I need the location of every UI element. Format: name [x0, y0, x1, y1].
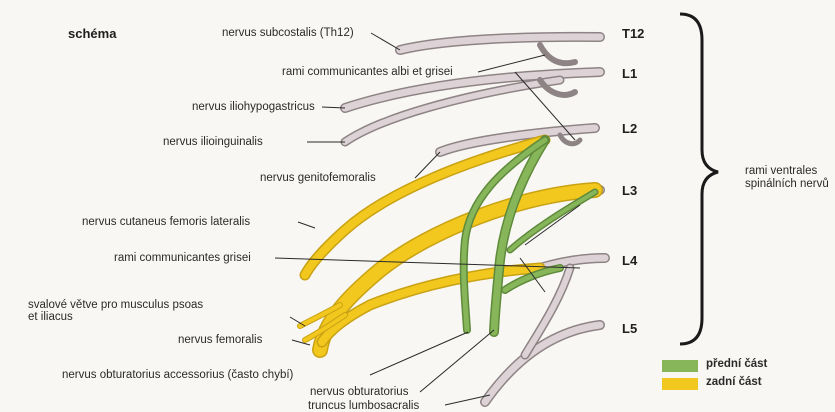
label-obturatorius-accessorius: nervus obturatorius accessorius (často c…: [62, 369, 293, 382]
legend-label-posterior: zadní část: [706, 376, 762, 388]
label-iliohypogastricus: nervus iliohypogastricus: [192, 101, 315, 114]
brace-label-line2: spinálních nervů: [745, 178, 829, 191]
level-label-l4: L4: [622, 253, 637, 268]
level-label-l2: L2: [622, 121, 637, 136]
label-muscular-branches-2: et iliacus: [28, 311, 73, 324]
nerve-l5-truncus: [485, 325, 600, 402]
label-rami-albi: rami communicantes albi et grisei: [282, 66, 453, 79]
brace: [680, 14, 718, 344]
level-label-l3: L3: [622, 183, 637, 198]
label-rami-grisei: rami communicantes grisei: [114, 252, 251, 265]
label-truncus: truncus lumbosacralis: [308, 400, 419, 412]
legend-swatch-posterior: [662, 378, 698, 390]
label-subcostalis: nervus subcostalis (Th12): [222, 27, 354, 40]
label-femoralis: nervus femoralis: [178, 334, 262, 347]
legend-label-anterior: přední část: [706, 358, 767, 370]
diagram-title: schéma: [68, 26, 116, 41]
brace-label: rami ventrales spinálních nervů: [745, 165, 829, 191]
legend-swatch-anterior: [662, 360, 698, 372]
label-obturatorius: nervus obturatorius: [310, 386, 408, 399]
label-genitofemoralis: nervus genitofemoralis: [260, 172, 376, 185]
level-label-l1: L1: [622, 66, 637, 81]
level-label-t12: T12: [622, 26, 644, 41]
brace-label-line1: rami ventrales: [745, 165, 829, 178]
label-cutaneus: nervus cutaneus femoris lateralis: [82, 216, 250, 229]
level-label-l5: L5: [622, 321, 637, 336]
label-ilioinguinalis: nervus ilioinguinalis: [163, 136, 263, 149]
green-nerves: [464, 140, 595, 332]
